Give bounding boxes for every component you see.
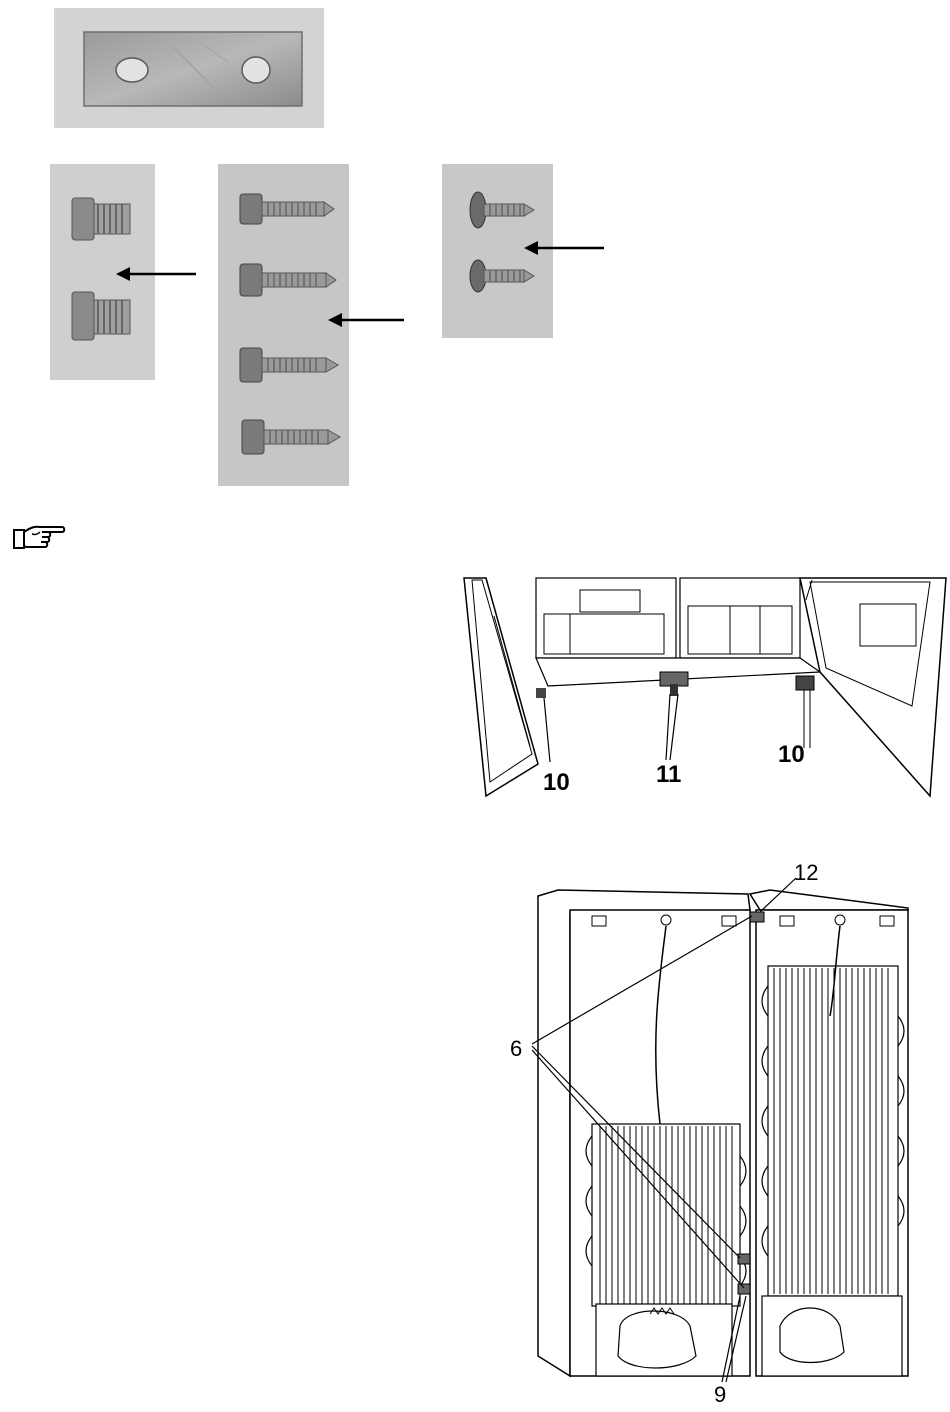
- label-10-left: 10: [543, 769, 570, 796]
- label-12: 12: [794, 860, 818, 885]
- label-10-right: 10: [778, 741, 805, 768]
- bolt-2: [72, 292, 130, 340]
- arrow-icon: [114, 262, 198, 286]
- rear-view-figure: 12 6 9: [500, 856, 920, 1406]
- bolt-1: [72, 198, 130, 240]
- label-9: 9: [714, 1382, 726, 1406]
- arrow-icon: [326, 308, 406, 332]
- mounting-plate-photo: [54, 8, 324, 128]
- label-11: 11: [656, 761, 681, 788]
- front-view-figure: 10 11 10: [460, 576, 948, 798]
- label-6: 6: [510, 1036, 522, 1061]
- pointing-hand-icon: [12, 522, 66, 552]
- arrow-icon: [522, 236, 606, 260]
